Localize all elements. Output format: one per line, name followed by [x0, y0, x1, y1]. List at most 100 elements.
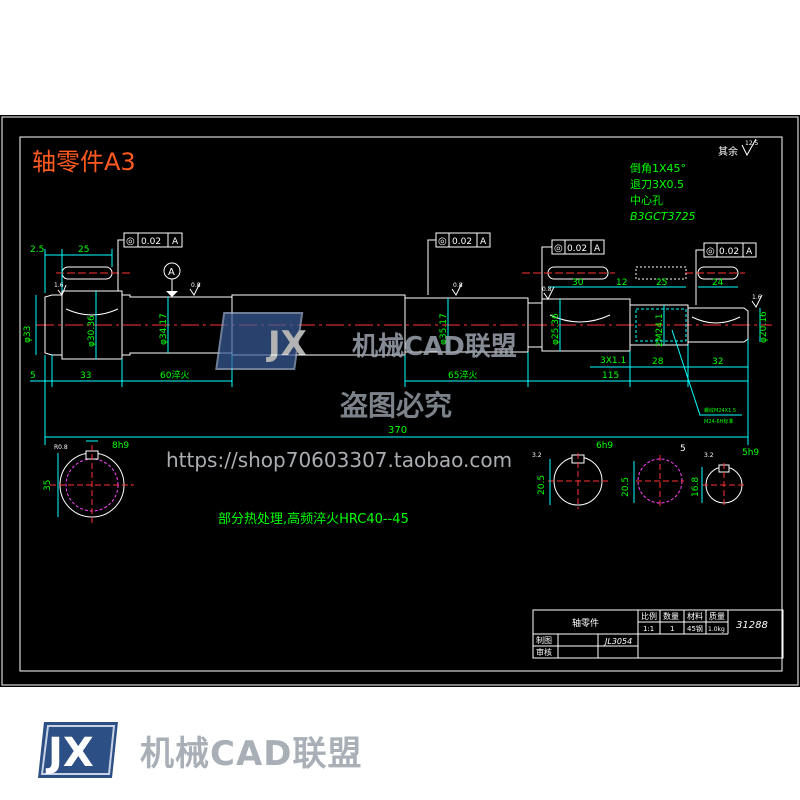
roughness-r2: 0.8 — [453, 282, 463, 289]
dim-115: 115 — [602, 371, 619, 381]
section-3 — [633, 455, 684, 507]
section-4-height: 16.8 — [691, 477, 701, 497]
tol-4-val: 0.02 — [719, 247, 739, 257]
watermark-url: https://shop70603307.taobao.com — [166, 448, 512, 472]
tb-v-qty: 1 — [670, 625, 674, 633]
note-chamfer: 倒角1X45° — [630, 162, 686, 175]
tolerance-frame-1: ◎ 0.02 A — [117, 232, 183, 291]
brand-footer-text: 机械CAD联盟 — [140, 734, 363, 774]
section-1-tol: R0.8 — [54, 444, 68, 451]
dim-5: 5 — [30, 371, 36, 381]
tol-1-sym: ◎ — [126, 236, 135, 247]
note-standard: B3GCT3725 — [630, 210, 695, 223]
thread-note-2: M24-6H标准 — [704, 418, 733, 425]
brand-logo-icon: JX — [38, 722, 118, 778]
dim-25-right: 25 — [656, 278, 667, 288]
tol-2-val: 0.02 — [452, 237, 472, 247]
dim-24: 24 — [712, 278, 724, 288]
tol-1-ref: A — [172, 237, 179, 247]
note-center-hole: 中心孔 — [630, 194, 663, 207]
section-2-height: 20.5 — [537, 475, 547, 495]
title-block — [532, 609, 784, 659]
section-2 — [548, 453, 608, 509]
dim-phi30: φ30.36 — [87, 315, 97, 347]
tol-3-ref: A — [594, 244, 601, 254]
roughness-icon — [741, 138, 757, 157]
slot-profile-left — [65, 308, 119, 316]
thread-leader — [671, 329, 742, 416]
roughness-r4: 1.6 — [752, 294, 762, 301]
roughness-r1: 0.8 — [191, 282, 201, 289]
tol-1-val: 0.02 — [141, 237, 161, 247]
tb-h-scale: 比例 — [641, 611, 657, 621]
tolerance-frame-2: ◎ 0.02 A — [427, 232, 491, 295]
tb-check: 审核 — [536, 647, 552, 657]
section-1-width: 8h9 — [112, 441, 129, 451]
dim-32: 32 — [712, 357, 723, 367]
tb-draw: 制图 — [536, 635, 552, 645]
section-3-height: 20.5 — [621, 477, 631, 497]
dim-3x1: 3X1.1 — [600, 356, 626, 366]
drawing-sheet: 轴零件A3 倒角1X45° 退刀3X0.5 中心孔 B3GCT3725 其余 1… — [0, 115, 800, 687]
heat-treatment-note: 部分热处理,高频淬火HRC40--45 — [218, 511, 409, 527]
tol-2-ref: A — [480, 237, 487, 247]
datum-marker: A — [163, 262, 181, 297]
top-dim-lines — [44, 249, 738, 293]
dim-total: 370 — [388, 425, 407, 436]
section-4-width: 5h9 — [742, 448, 759, 458]
slot-profile-right — [691, 316, 741, 324]
dim-phi33: φ33 — [23, 326, 33, 343]
tb-drawing-no: 31288 — [736, 620, 768, 631]
tol-4-ref: A — [746, 247, 753, 257]
section-4 — [701, 463, 746, 507]
tol-2-sym: ◎ — [438, 236, 447, 247]
outer-frame — [1, 116, 799, 686]
tb-part-name: 轴零件 — [572, 617, 599, 629]
tol-3-sym: ◎ — [554, 243, 563, 254]
tb-h-qty: 数量 — [663, 611, 679, 621]
section-2-width: 6h9 — [596, 441, 613, 451]
dim-65: 65淬火 — [448, 369, 477, 381]
section-1-height: 35 — [43, 480, 53, 491]
section-1 — [50, 440, 134, 525]
dim-phi20: φ20.16 — [759, 311, 769, 343]
thread-note-1: 螺纹M24X1.5 — [704, 407, 736, 414]
tb-v-weight: 1.0kg — [708, 626, 725, 633]
roughness-r5: 1.6 — [54, 282, 64, 289]
watermark-slogan: 盗图必究 — [340, 389, 452, 422]
drawing-title: 轴零件A3 — [32, 148, 136, 176]
tol-3-val: 0.02 — [567, 244, 587, 254]
roughness-r3: 0.8 — [542, 286, 552, 293]
dim-30: 30 — [572, 278, 584, 288]
dim-2-5: 2.5 — [30, 245, 44, 255]
dim-phi25: φ25.36 — [551, 313, 561, 345]
dim-60: 60淬火 — [160, 369, 189, 381]
roughness-r7: 3.2 — [704, 452, 714, 459]
brand-logo-text: JX — [45, 730, 94, 776]
watermark-brand: 机械CAD联盟 — [352, 332, 517, 362]
slot-profile-mid — [549, 314, 611, 323]
thread-zone — [635, 308, 687, 342]
diameter-dim-lines — [35, 291, 761, 359]
dim-28: 28 — [652, 357, 664, 367]
section-3-tol: 5 — [680, 444, 686, 454]
tb-v-mat: 45钢 — [687, 624, 703, 633]
thread-top-view — [635, 266, 687, 280]
dim-25-left: 25 — [78, 245, 89, 255]
dim-phi34: φ34.17 — [159, 313, 169, 345]
roughness-marks — [57, 282, 763, 308]
note-undercut: 退刀3X0.5 — [630, 178, 684, 191]
tolerance-frame-4: ◎ 0.02 A — [695, 242, 757, 305]
dim-phi35: φ35.17 — [439, 313, 449, 345]
bottom-dim-lines — [30, 339, 749, 445]
datum-label: A — [168, 267, 175, 278]
inner-frame — [19, 136, 783, 672]
watermark-logo: JX — [215, 312, 307, 370]
dim-12: 12 — [616, 278, 627, 288]
surface-rest-label: 其余 — [718, 145, 738, 158]
watermark-logo-text: JX — [266, 324, 307, 364]
tb-code: JL3054 — [603, 637, 632, 646]
tol-4-sym: ◎ — [706, 246, 715, 257]
roughness-r6: 3.2 — [532, 452, 542, 459]
roughness-rest: 12.5 — [745, 140, 759, 147]
